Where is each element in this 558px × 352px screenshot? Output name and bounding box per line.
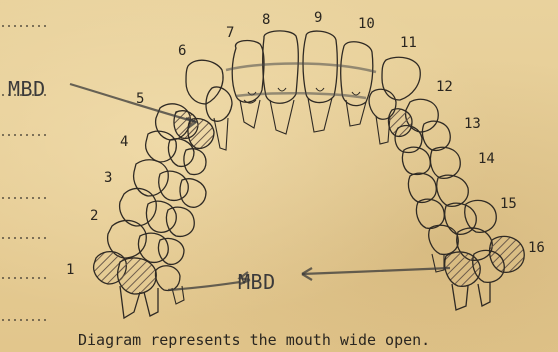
- tooth-number-7: 7: [226, 25, 234, 41]
- tooth-number-10: 10: [358, 16, 375, 32]
- tooth-number-16: 16: [528, 240, 545, 256]
- tooth-number-15: 15: [500, 196, 517, 212]
- margin-dotted-lines: [2, 26, 50, 320]
- tooth-number-11: 11: [400, 35, 417, 51]
- tooth-number-12: 12: [436, 79, 453, 95]
- tooth-number-6: 6: [178, 43, 186, 59]
- tooth-number-14: 14: [478, 151, 495, 167]
- left-side-teeth: [94, 104, 214, 318]
- incisor-teeth: [232, 31, 373, 134]
- mbd-label-bottom: MBD: [238, 270, 276, 294]
- mbd-label-top: MBD: [8, 77, 46, 101]
- tooth-number-13: 13: [464, 116, 481, 132]
- tooth-number-2: 2: [90, 208, 98, 224]
- tooth-number-3: 3: [104, 170, 112, 186]
- pencil-markings: [70, 64, 450, 291]
- tooth-number-9: 9: [314, 10, 322, 26]
- diagram-caption: Diagram represents the mouth wide open.: [78, 331, 430, 349]
- tooth-number-labels: 1 2 3 4 5 6 7 8 9 10 11 12 13 14 15 16: [66, 10, 545, 278]
- tooth-number-8: 8: [262, 12, 270, 28]
- tooth-number-4: 4: [120, 134, 128, 150]
- tooth-number-1: 1: [66, 262, 74, 278]
- tooth-number-5: 5: [136, 91, 144, 107]
